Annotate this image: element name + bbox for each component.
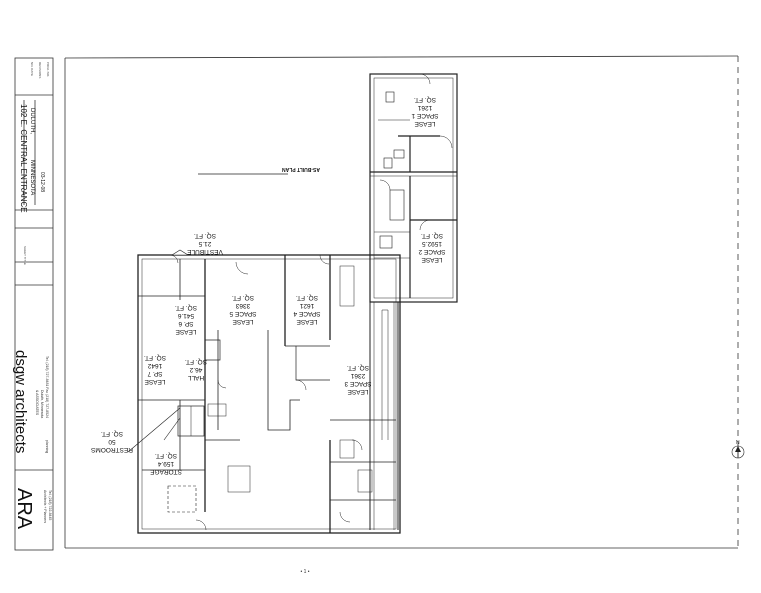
north-label: N (736, 440, 740, 446)
project-state: MINNESOTA (29, 160, 35, 195)
title-block (14, 57, 54, 551)
firm-name: dsgw architects (12, 350, 29, 453)
title-block-revisions: NO. DATE (30, 62, 34, 76)
north-arrow: N (731, 440, 745, 459)
room-label-line: 1261 (417, 104, 432, 111)
room-label-line: SP. 7 (147, 370, 162, 377)
room-label-line: LEASE (296, 318, 318, 325)
room-label-line: 159.4 (157, 460, 174, 467)
leader-lines (127, 249, 190, 453)
corridor-walls (369, 302, 399, 530)
firm-line-3: Tel. (218) 727-8481 Fax (218) 727-8524 (45, 356, 49, 418)
room-label-line: SQ. FT. (232, 294, 254, 301)
room-label-line: SQ. FT. (347, 364, 369, 371)
room-label-line: VESTIBULE (186, 248, 222, 255)
room-label-line: 21.5 (198, 240, 211, 247)
room-label-line: SQ. FT. (175, 304, 197, 311)
room-label-line: LEASE (347, 388, 369, 395)
plan-label: AS-BUILT PLAN (282, 166, 320, 172)
firm-line-2: Duluth, Minnesota (40, 390, 44, 418)
room-label-line: 1642 (147, 362, 162, 369)
room-label-line: SQ. FT. (421, 232, 443, 239)
project-address: 102 E. CENTRAL ENTRANCE (19, 104, 28, 213)
room-label-line: SQ. FT. (101, 430, 123, 437)
room-label-line: LEASE (414, 120, 436, 127)
ara-line-1: Architects + Planners (43, 490, 47, 523)
room-label-line: SP. 6 (178, 320, 193, 327)
room-label-line: SQ. FT. (296, 294, 318, 301)
room-label-line: SQ. FT. (194, 232, 216, 239)
project-city: DULUTH, (29, 108, 35, 134)
room-label-line: SQ. FT. (414, 96, 436, 103)
room-label-line: LEASE (232, 318, 254, 325)
ara-line-2: Tel. (218) 722-8445 (48, 490, 52, 520)
title-block-proj-no: PROJ. NO. (46, 62, 50, 77)
room-label-line: LEASE (175, 328, 197, 335)
title-block-revisions-2: REVISIONS (38, 62, 42, 78)
room-label-line: 541.6 (177, 312, 194, 319)
room-label-line: SPACE 1 (411, 112, 438, 119)
room-label-line: SQ. FT. (144, 354, 166, 361)
ara-logo: ARA (13, 488, 35, 530)
footer-mark: • 1 • (300, 569, 309, 575)
room-label-line: SPACE 3 (344, 380, 371, 387)
room-label-line: SQ. FT. (155, 452, 177, 459)
room-label-line: SPACE 4 (293, 310, 320, 317)
room-label-line: 50 (108, 438, 116, 445)
sheet-title-label: SHEET TITLE (23, 246, 27, 265)
project-date: 03-12-08 (39, 172, 45, 192)
firm-line-1: & ASSOCIATES (35, 390, 39, 416)
room-label-line: SPACE 5 (229, 310, 256, 317)
room-label-line: HALL (187, 374, 204, 381)
room-label-line: 3363 (235, 302, 250, 309)
sheet-border (64, 55, 739, 549)
room-label-line: 1592.5 (422, 240, 442, 247)
room-label-line: 46.2 (189, 366, 202, 373)
firm-line-4: planning (45, 440, 49, 453)
room-label-line: SPACE 2 (418, 248, 445, 255)
upper-wing-walls (369, 73, 458, 303)
room-label-line: LEASE (144, 378, 166, 385)
room-label-line: 2361 (350, 372, 365, 379)
room-label-line: 1621 (299, 302, 314, 309)
room-label-line: LEASE (421, 256, 443, 263)
room-label-line: SQ. FT. (185, 358, 207, 365)
room-label-line: RESTROOMS (90, 446, 133, 453)
room-label-line: STORAGE (150, 468, 182, 475)
main-building-walls (137, 254, 401, 534)
